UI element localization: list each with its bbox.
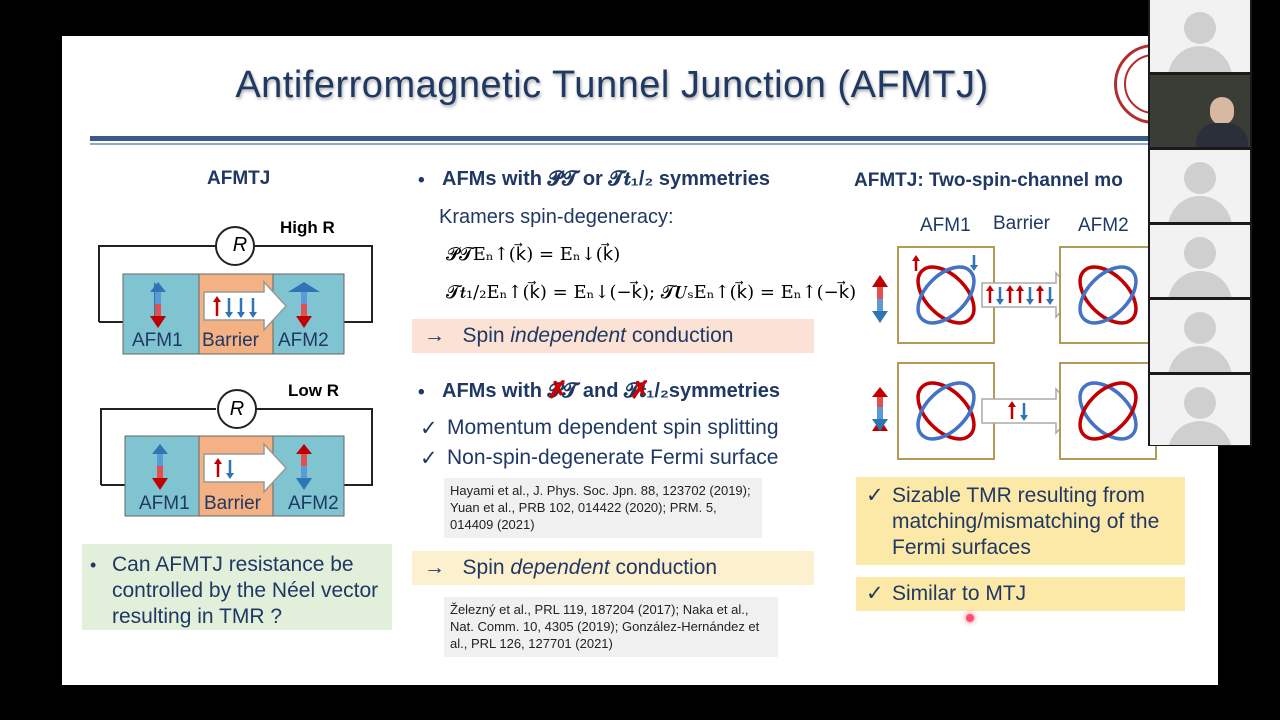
check-icon: ✓: [420, 447, 438, 470]
tmr-point-box: ✓ Sizable TMR resulting from matching/mi…: [856, 477, 1185, 565]
strike-x-icon: ✗: [629, 377, 651, 404]
reference-2: Železný et al., PRL 119, 187204 (2017); …: [444, 597, 778, 657]
participant-video-tile[interactable]: [1150, 75, 1250, 147]
question-text: Can AFMTJ resistance be controlled by th…: [112, 553, 379, 628]
middle-bullet1: AFMs with 𝓟𝓣 or 𝓣𝒕₁/₂ symmetries: [442, 168, 771, 190]
left-heading: AFMTJ: [207, 168, 271, 189]
right-barrier-label: Barrier: [993, 213, 1051, 234]
spin-dependent-a: Spin: [462, 556, 511, 579]
strike-x-icon: ✗: [547, 377, 568, 404]
low-r-afm2-label: AFM2: [288, 493, 339, 514]
person-placeholder-icon: [1184, 162, 1216, 194]
high-r-afm1-label: AFM1: [132, 330, 183, 351]
equation-tt: 𝓣𝒕₁/₂Eₙ↑(k⃗) = Eₙ↓(−k⃗); 𝓣𝑼ₛEₙ↑(k⃗) = Eₙ…: [446, 282, 857, 303]
middle-bullet2-dot: •: [418, 382, 425, 403]
person-body-shape: [1168, 421, 1232, 445]
right-afm2-label: AFM2: [1078, 215, 1129, 236]
bullet2-pt-struck: 𝓟𝓣✗: [547, 377, 578, 404]
middle-bullet1-dot: •: [418, 170, 425, 191]
speaker-face: [1210, 97, 1234, 125]
spin-independent-c: conduction: [626, 324, 734, 347]
reference-1: Hayami et al., J. Phys. Soc. Jpn. 88, 12…: [444, 478, 762, 538]
kramers-label: Kramers spin-degeneracy:: [439, 206, 674, 228]
check1-text: Momentum dependent spin splitting: [447, 416, 779, 439]
low-r-barrier-label: Barrier: [204, 493, 262, 514]
laser-pointer-dot: [966, 614, 974, 622]
person-placeholder-icon: [1184, 12, 1216, 44]
middle-bullet2: AFMs with 𝓟𝓣✗ and 𝓣𝒕₁/₂✗symmetries: [442, 377, 781, 404]
person-body-shape: [1168, 46, 1232, 72]
slide: Antiferromagnetic Tunnel Junction (AFMTJ…: [62, 36, 1218, 685]
right-heading: AFMTJ: Two-spin-channel mo: [854, 170, 1123, 191]
low-r-diagram: [100, 389, 373, 517]
question-bullet: •: [90, 555, 97, 575]
person-placeholder-icon: [1184, 237, 1216, 269]
participant-tile[interactable]: [1150, 300, 1250, 372]
title-rule: [90, 136, 1190, 141]
right-afm1-label: AFM1: [920, 215, 971, 236]
spin-independent-b: independent: [510, 324, 627, 347]
two-spin-channel-diagram: [872, 246, 1157, 460]
title-rule-thin: [90, 143, 1190, 145]
bullet2-tt: 𝓣𝒕₁/₂: [623, 380, 669, 402]
check-icon: ✓: [866, 582, 884, 605]
low-r-afm1-label: AFM1: [139, 493, 190, 514]
low-r-label: Low R: [288, 381, 339, 400]
person-body-shape: [1168, 346, 1232, 372]
bullet2-pt: 𝓟𝓣: [547, 380, 578, 402]
spin-dependent-b: dependent: [510, 556, 610, 579]
check-icon: ✓: [866, 484, 884, 507]
participant-tile[interactable]: [1150, 375, 1250, 445]
participant-tile[interactable]: [1150, 0, 1250, 72]
high-r-resistor-symbol: R: [232, 234, 248, 256]
spin-dependent-box: → Spin dependent conduction: [412, 551, 814, 585]
participant-tile[interactable]: [1150, 225, 1250, 297]
arrow-glyph: →: [424, 324, 445, 347]
question-box: • Can AFMTJ resistance be controlled by …: [82, 544, 392, 630]
participant-tile[interactable]: [1150, 150, 1250, 222]
tmr-point-text: Sizable TMR resulting from matching/mism…: [892, 484, 1160, 559]
high-r-diagram: [98, 226, 373, 355]
spin-independent-box: → Spin independent conduction: [412, 319, 814, 353]
bullet2-a: AFMs with: [442, 380, 548, 402]
spin-dependent-c: conduction: [609, 556, 718, 579]
spin-independent-a: Spin: [462, 324, 511, 347]
mtj-point-box: ✓ Similar to MTJ: [856, 577, 1185, 611]
mtj-point-text: Similar to MTJ: [892, 582, 1027, 605]
high-r-afm2-label: AFM2: [278, 330, 329, 351]
high-r-barrier-label: Barrier: [202, 330, 260, 351]
person-body-shape: [1168, 271, 1232, 297]
person-placeholder-icon: [1184, 387, 1216, 419]
equation-pt: 𝓟𝓣Eₙ↑(k⃗) = Eₙ↓(k⃗): [446, 244, 621, 265]
check2-text: Non-spin-degenerate Fermi surface: [447, 446, 779, 469]
person-placeholder-icon: [1184, 312, 1216, 344]
person-body-shape: [1168, 196, 1232, 222]
arrow-glyph: →: [424, 556, 445, 579]
speaker-body: [1196, 123, 1248, 147]
high-r-label: High R: [280, 218, 335, 237]
check-icon: ✓: [420, 417, 438, 440]
slide-title: Antiferromagnetic Tunnel Junction (AFMTJ…: [235, 64, 989, 106]
low-r-resistor-symbol: R: [229, 398, 245, 420]
bullet2-b: symmetries: [668, 380, 781, 402]
bullet2-and: and: [577, 380, 624, 402]
bullet2-tt-struck: 𝓣𝒕₁/₂✗: [623, 377, 669, 404]
